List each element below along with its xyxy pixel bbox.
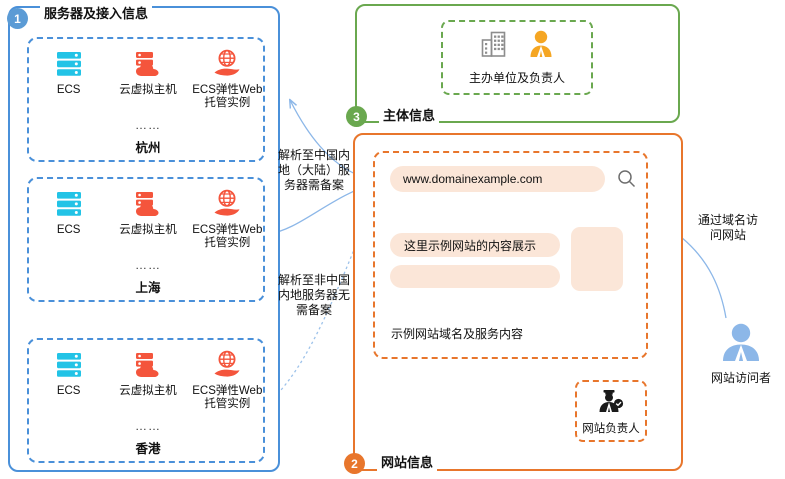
website-owner-box[interactable]: 网站负责人	[575, 380, 647, 442]
building-icon	[480, 29, 510, 64]
cloud-server-icon	[134, 47, 162, 81]
ellipsis-text: ……	[135, 258, 161, 272]
resource-web-hosting[interactable]: ECS弹性Web托管实例	[189, 47, 265, 110]
badge-website-panel: 2	[344, 453, 365, 474]
entity-caption: 主办单位及负责人	[468, 71, 565, 85]
region-name-label: 香港	[135, 442, 161, 456]
ellipsis-text: ……	[135, 118, 161, 132]
globe-hand-icon	[212, 187, 242, 221]
globe-hand-icon	[212, 348, 242, 382]
resource-label: ECS	[56, 224, 81, 236]
annotation-resolve-non-mainland: 解析至非中国内地服务器无需备案	[277, 273, 350, 317]
resource-label: 云虚拟主机	[119, 385, 177, 397]
cloud-server-icon	[134, 187, 162, 221]
website-owner-label: 网站负责人	[582, 423, 640, 435]
search-icon[interactable]	[617, 169, 636, 193]
content-headline-text: 这里示例网站的内容展示	[404, 238, 537, 253]
panel-server-access-info: 1 服务器及接入信息 ECS	[7, 6, 280, 472]
url-text: www.domainexample.com	[403, 172, 543, 186]
entity-icon-row	[443, 29, 591, 64]
panel-title-server: 服务器及接入信息	[40, 6, 153, 22]
url-address-bar[interactable]: www.domainexample.com	[390, 166, 605, 192]
website-visitor: 网站访问者	[706, 321, 776, 386]
cloud-server-icon	[134, 348, 162, 382]
globe-hand-icon	[212, 47, 242, 81]
ellipsis-text: ……	[135, 419, 161, 433]
region-box-shanghai[interactable]: ECS 云虚拟主机	[27, 177, 265, 302]
badge-entity-panel: 3	[346, 106, 367, 127]
annotation-access-by-domain: 通过域名访问网站	[698, 213, 759, 242]
server-stack-icon	[56, 348, 82, 382]
resource-ecs[interactable]: ECS	[31, 47, 107, 97]
resource-ecs[interactable]: ECS	[31, 348, 107, 398]
badge-server-panel: 1	[7, 8, 28, 29]
person-suit-icon	[528, 29, 554, 64]
region-icon-row: ECS 云虚拟主机	[29, 187, 267, 250]
region-box-hongkong[interactable]: ECS 云虚拟主机	[27, 338, 265, 463]
content-thumbnail-block	[571, 227, 623, 291]
region-name-label: 杭州	[135, 141, 161, 155]
server-stack-icon	[56, 47, 82, 81]
visitor-label: 网站访问者	[710, 371, 771, 385]
website-footer-text: 示例网站域名及服务内容	[391, 327, 524, 341]
panel-title-website: 网站信息	[377, 455, 438, 471]
panel-website-info: 2 网站信息 www.domainexample.com 这里示例网站的内容展示…	[344, 133, 683, 474]
region-box-hangzhou[interactable]: ECS 云虚拟主机	[27, 37, 265, 162]
resource-ecs[interactable]: ECS	[31, 187, 107, 237]
panel-title-entity: 主体信息	[379, 108, 440, 124]
resource-label: ECS弹性Web托管实例	[192, 385, 263, 410]
resource-web-hosting[interactable]: ECS弹性Web托管实例	[189, 348, 265, 411]
resource-label: ECS弹性Web托管实例	[192, 84, 263, 109]
region-icon-row: ECS 云虚拟主机	[29, 47, 267, 110]
panel-entity-info: 3 主体信息	[346, 4, 680, 127]
website-mockup: www.domainexample.com 这里示例网站的内容展示 示例网站域名…	[373, 151, 648, 359]
region-name-label: 上海	[135, 281, 161, 295]
content-headline-block: 这里示例网站的内容展示	[390, 233, 560, 257]
server-stack-icon	[56, 187, 82, 221]
site-manager-icon	[577, 389, 645, 415]
annotation-resolve-mainland: 解析至中国内地（大陆）服务器需备案	[277, 148, 350, 192]
resource-label: 云虚拟主机	[119, 224, 177, 236]
content-placeholder-block	[390, 265, 560, 288]
entity-group-box[interactable]: 主办单位及负责人	[441, 20, 593, 95]
resource-cloud-host[interactable]: 云虚拟主机	[110, 47, 186, 97]
resource-cloud-host[interactable]: 云虚拟主机	[110, 348, 186, 398]
resource-label: 云虚拟主机	[119, 84, 177, 96]
resource-label: ECS	[56, 84, 81, 96]
resource-web-hosting[interactable]: ECS弹性Web托管实例	[189, 187, 265, 250]
resource-label: ECS	[56, 385, 81, 397]
region-icon-row: ECS 云虚拟主机	[29, 348, 267, 411]
resource-cloud-host[interactable]: 云虚拟主机	[110, 187, 186, 237]
visitor-icon	[719, 323, 763, 367]
resource-label: ECS弹性Web托管实例	[192, 224, 263, 249]
